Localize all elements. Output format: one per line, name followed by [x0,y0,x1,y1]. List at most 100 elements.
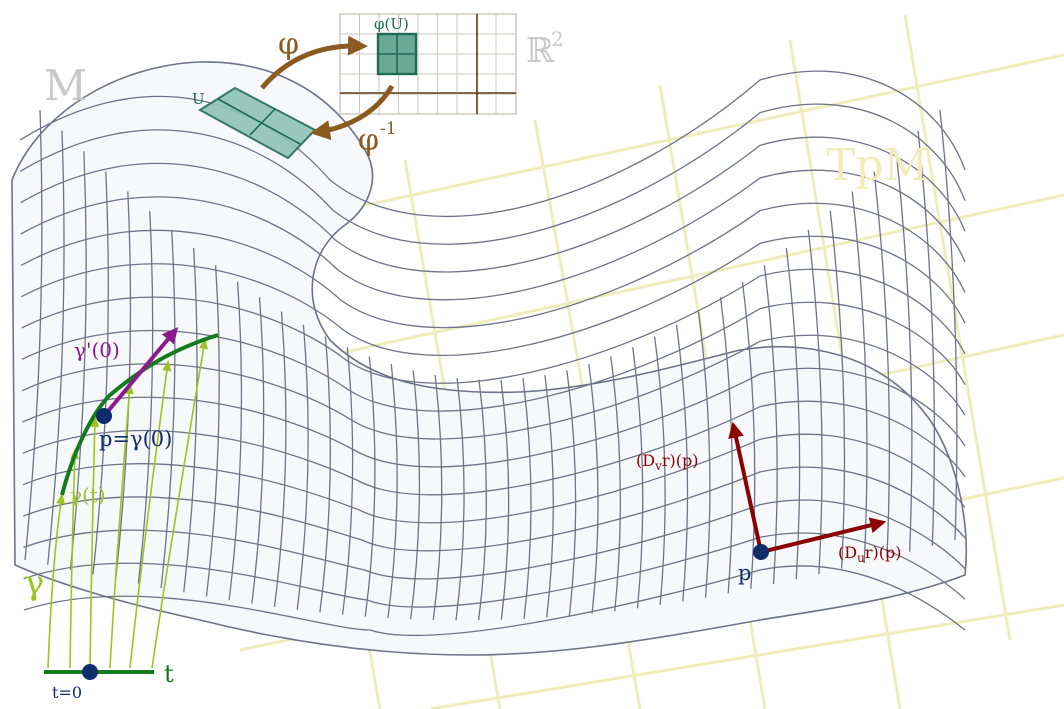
open-set-patch: U [192,86,317,160]
curve-point-label: γ(t) [70,483,106,507]
manifold-surface [11,61,968,656]
du-vector [760,517,887,554]
velocity-vector [102,327,179,418]
mesh-meridian [632,347,644,609]
mesh-meridian [763,265,778,585]
mesh-meridian [341,347,354,615]
gamma-curve [60,333,219,496]
parameter-arrow [109,382,134,669]
mesh-ring [21,268,966,384]
mesh-meridian [205,265,220,597]
mesh-ring [21,334,966,440]
point-p-on-curve [96,408,112,424]
tangent-basis: p (Dvr)(p) (Dur)(p) [636,421,901,585]
mesh-meridian [873,171,891,558]
mesh-meridian [785,247,801,580]
mesh-meridian [939,109,958,541]
mesh-ring [20,169,966,301]
mesh-meridian [251,297,265,604]
manifold-label: M [44,61,87,110]
mesh-meridian [588,364,599,614]
mesh-meridian [741,281,756,589]
manifold-rings [19,70,966,636]
point-p [753,544,769,560]
mesh-meridian [917,130,936,546]
mesh-meridian [610,356,622,612]
mesh-ring [22,367,966,468]
mesh-meridian [500,379,510,620]
mesh-ring [23,499,966,580]
chart-image-label: φ(U) [374,15,409,33]
r2-chart-frame [339,13,517,115]
mesh-meridian [829,210,846,569]
parameter-origin-label: t=0 [52,683,82,702]
phi-inverse-exponent: -1 [380,119,397,139]
point-p-label: p [738,561,751,585]
mesh-meridian [92,171,109,575]
manifold-meridians [24,109,958,621]
mesh-meridian [653,336,666,606]
tangent-plane-label: TpM [826,140,929,191]
mesh-ring [21,301,966,412]
mesh-meridian [544,374,554,618]
manifold-outline [11,61,968,656]
gamma-label: γ [24,563,44,603]
mesh-meridian [47,130,65,565]
mesh-meridian [566,370,577,616]
mesh-meridian [697,311,711,598]
mesh-ring [20,136,966,273]
mesh-meridian [69,151,87,570]
velocity-label: γ'(0) [74,338,120,362]
du-label: (Dur)(p) [838,543,901,565]
mesh-meridian [851,191,868,564]
parameter-arrow [129,359,172,669]
mesh-meridian [228,281,243,601]
parameter-origin-point [82,664,98,680]
phi-inverse-label: φ [358,123,379,158]
parameter-arrow [151,337,208,669]
r2-label: ℝ [526,31,555,71]
mesh-ring [21,235,966,356]
mesh-meridian [160,229,176,589]
dv-label: (Dvr)(p) [636,451,698,473]
parameter-arrow [69,447,80,669]
mesh-meridian [895,151,913,552]
mesh-ring [20,202,966,329]
mesh-meridian [675,324,689,602]
mesh-meridian [478,379,487,621]
parameter-arrow [89,415,100,669]
open-set-label: U [192,90,205,108]
mesh-meridian [319,336,332,613]
parameter-arrow [47,492,66,669]
mesh-meridian [455,378,465,621]
mesh-ring [19,103,966,245]
dv-vector [728,421,763,553]
chart-maps: φ φ -1 [260,27,397,158]
mesh-meridian [364,356,376,617]
mesh-meridian [296,324,309,610]
mesh-meridian [409,370,421,620]
mesh-ring [22,433,966,524]
parameter-label: t [164,660,174,688]
curve-gamma: γ'(0) p=γ(0) γ(t) γ t t=0 [24,327,219,702]
phi-label: φ [278,27,299,62]
r2-exponent: 2 [551,27,564,51]
r2-chart: φ(U) ℝ 2 [339,13,564,115]
mesh-meridian [273,311,287,607]
mesh-ring [22,400,966,496]
mesh-meridian [432,374,443,621]
mesh-meridian [807,229,823,575]
mesh-meridian [183,247,198,593]
mesh-meridian [522,378,532,619]
phi-arrow [260,35,368,90]
mesh-meridian [24,109,43,561]
mesh-ring [23,565,966,636]
mesh-meridian [137,210,154,584]
mesh-ring [22,466,966,552]
phi-inverse-arrow [310,84,395,141]
point-equation-label: p=γ(0) [99,427,172,451]
mesh-ring [19,70,966,218]
mesh-meridian [719,297,733,594]
mesh-meridian [387,364,398,619]
